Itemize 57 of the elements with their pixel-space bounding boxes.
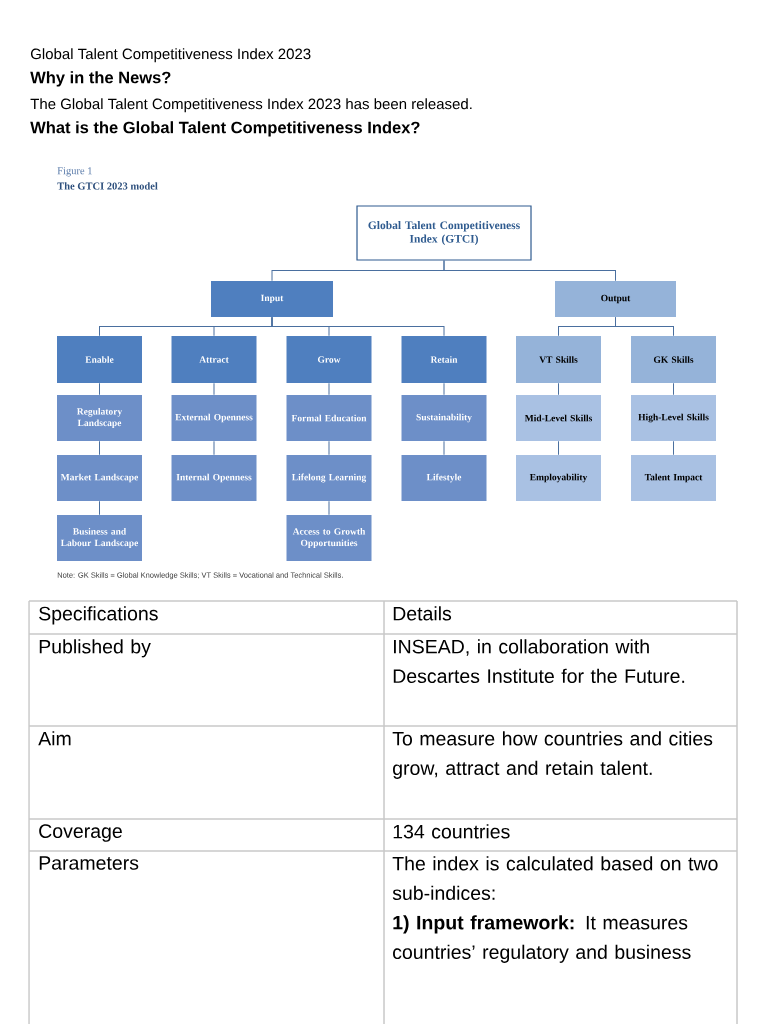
column-header: Details bbox=[393, 606, 452, 621]
connector-line bbox=[271, 316, 445, 337]
pillar-box: GK Skills bbox=[631, 336, 716, 383]
indicator-box: External Openness bbox=[171, 395, 257, 441]
category-box: Output bbox=[555, 281, 676, 317]
connector-line bbox=[328, 382, 330, 396]
connector-line bbox=[443, 440, 445, 456]
connector-line bbox=[673, 382, 674, 396]
figure-title: The GTCI 2023 model bbox=[57, 182, 158, 190]
indicator-box: Lifestyle bbox=[401, 455, 487, 501]
connector-line bbox=[558, 440, 559, 456]
indicator-box: Market Landscape bbox=[57, 455, 142, 501]
category-box: Input bbox=[211, 281, 333, 317]
connector-line bbox=[99, 382, 100, 396]
cell-text: The index is calculated based on two sub-indices: bbox=[392, 856, 718, 901]
cell-text: 1) Input framework: It measures countries’ regulatory and business bbox=[393, 915, 691, 963]
indicator-box: Access to Growth Opportunities bbox=[286, 515, 372, 561]
connector-line bbox=[328, 440, 330, 456]
connector-line bbox=[443, 260, 616, 282]
indicator-box: High-Level Skills bbox=[631, 395, 716, 441]
pillar-box: Attract bbox=[171, 336, 257, 383]
indicator-box: Internal Openness bbox=[171, 455, 257, 501]
indicator-box: Mid-Level Skills bbox=[516, 395, 601, 441]
page-title: Global Talent Competitiveness Index 2023 bbox=[30, 48, 311, 63]
connector-line bbox=[99, 500, 100, 516]
row-label: Coverage bbox=[39, 824, 122, 842]
indicator-box: Talent Impact bbox=[631, 455, 716, 501]
indicator-box: Employability bbox=[516, 455, 601, 501]
connector-line bbox=[558, 382, 559, 396]
cell-text: 134 countries bbox=[393, 824, 510, 839]
connector-line bbox=[99, 440, 100, 456]
figure-number: Figure 1 bbox=[57, 167, 92, 177]
pillar-box: Grow bbox=[286, 336, 372, 383]
row-label: Parameters bbox=[39, 856, 139, 870]
connector-line bbox=[213, 440, 215, 456]
row-label: Published by bbox=[39, 639, 151, 658]
section-heading: What is the Global Talent Competitiveness Index? bbox=[30, 121, 420, 137]
cell-text: To measure how countries and cities grow, attract and retain talent. bbox=[392, 731, 713, 779]
connector-line bbox=[673, 440, 674, 456]
paragraph: The Global Talent Competitiveness Index 2023 has been released. bbox=[30, 98, 472, 113]
section-heading: Why in the News? bbox=[30, 71, 171, 87]
column-header: Specifications bbox=[39, 606, 158, 625]
indicator-box: Sustainability bbox=[401, 395, 487, 441]
pillar-box: VT Skills bbox=[516, 336, 601, 383]
cell-text: INSEAD, in collaboration with Descartes Institute for the Future. bbox=[393, 639, 685, 683]
connector-line bbox=[213, 382, 215, 396]
indicator-box: Lifelong Learning bbox=[286, 455, 372, 501]
indicator-box: Business and Labour Landscape bbox=[57, 515, 142, 561]
pillar-box: Retain bbox=[401, 336, 487, 383]
connector-line bbox=[443, 382, 445, 396]
connector-line bbox=[615, 316, 674, 337]
indicator-box: Formal Education bbox=[286, 395, 372, 441]
connector-line bbox=[328, 500, 330, 516]
index-box: Global Talent Competitiveness Index (GTCI) bbox=[356, 205, 532, 261]
pillar-box: Enable bbox=[57, 336, 142, 383]
indicator-box: Regulatory Landscape bbox=[57, 395, 142, 441]
row-label: Aim bbox=[38, 731, 71, 746]
